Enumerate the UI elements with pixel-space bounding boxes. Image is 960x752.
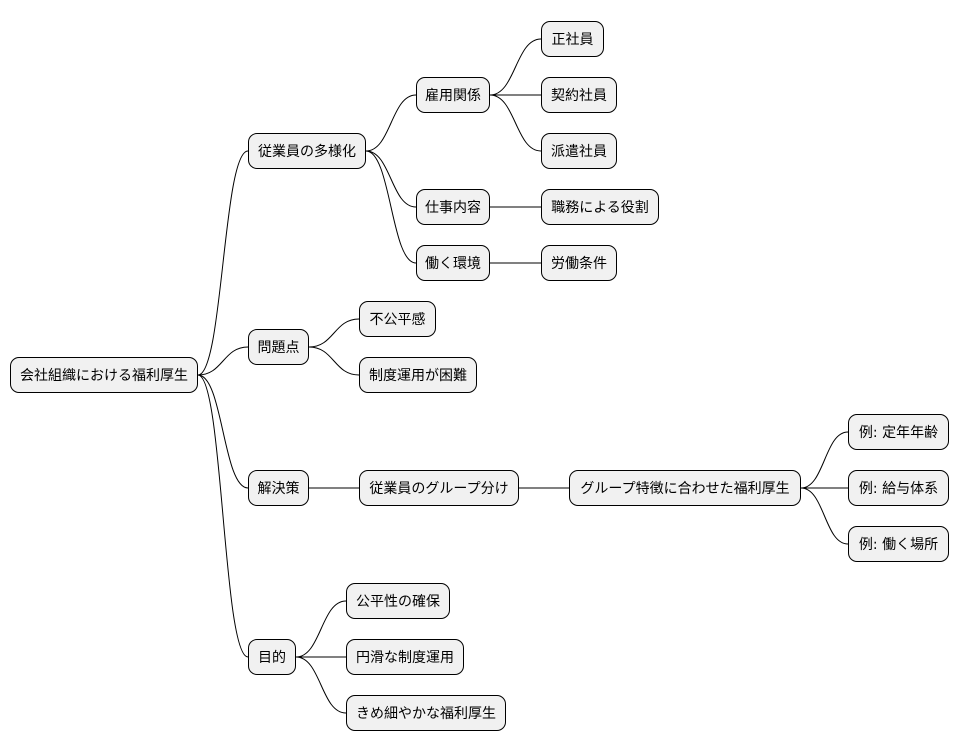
connector-line: [197, 150, 249, 376]
connector-line: [197, 374, 249, 658]
leaf-unfairness: 不公平感: [359, 301, 436, 337]
connector-line: [365, 94, 417, 152]
connector-line: [295, 656, 347, 714]
leaf-example-workplace: 例: 働く場所: [848, 526, 949, 562]
branch-purpose: 目的: [248, 639, 296, 675]
leaf-example-retirement-age: 例: 定年年齢: [848, 414, 949, 450]
node-job-content: 仕事内容: [416, 189, 490, 225]
connector-line: [197, 374, 249, 489]
node-employee-grouping: 従業員のグループ分け: [359, 470, 519, 506]
leaf-regular-employee: 正社員: [541, 21, 604, 57]
leaf-example-pay-system: 例: 給与体系: [848, 470, 949, 506]
connector-line: [308, 346, 360, 376]
leaf-smooth-operation: 円滑な制度運用: [346, 639, 464, 675]
connector-line: [308, 318, 360, 348]
node-work-environment: 働く環境: [416, 245, 490, 281]
leaf-ensure-fairness: 公平性の確保: [346, 583, 450, 619]
connector-line: [295, 600, 347, 658]
branch-diversification: 従業員の多様化: [248, 133, 366, 169]
connector-line: [365, 150, 417, 208]
leaf-detailed-welfare: きめ細やかな福利厚生: [346, 695, 506, 731]
branch-solution: 解決策: [248, 470, 309, 506]
leaf-role-by-duty: 職務による役割: [541, 189, 659, 225]
node-employment-relation: 雇用関係: [416, 77, 490, 113]
connector-line: [800, 431, 849, 489]
connector-line: [489, 38, 542, 96]
connector-line: [365, 150, 417, 264]
leaf-hard-to-operate: 制度運用が困難: [359, 357, 477, 393]
leaf-contract-employee: 契約社員: [541, 77, 617, 113]
leaf-working-conditions: 労働条件: [541, 245, 617, 281]
root-node: 会社組織における福利厚生: [10, 357, 198, 393]
connector-line: [197, 346, 249, 376]
node-group-welfare: グループ特徴に合わせた福利厚生: [569, 470, 801, 506]
connector-line: [800, 487, 849, 545]
branch-problems: 問題点: [248, 329, 309, 365]
leaf-dispatched-employee: 派遣社員: [541, 133, 617, 169]
connector-line: [489, 94, 542, 152]
